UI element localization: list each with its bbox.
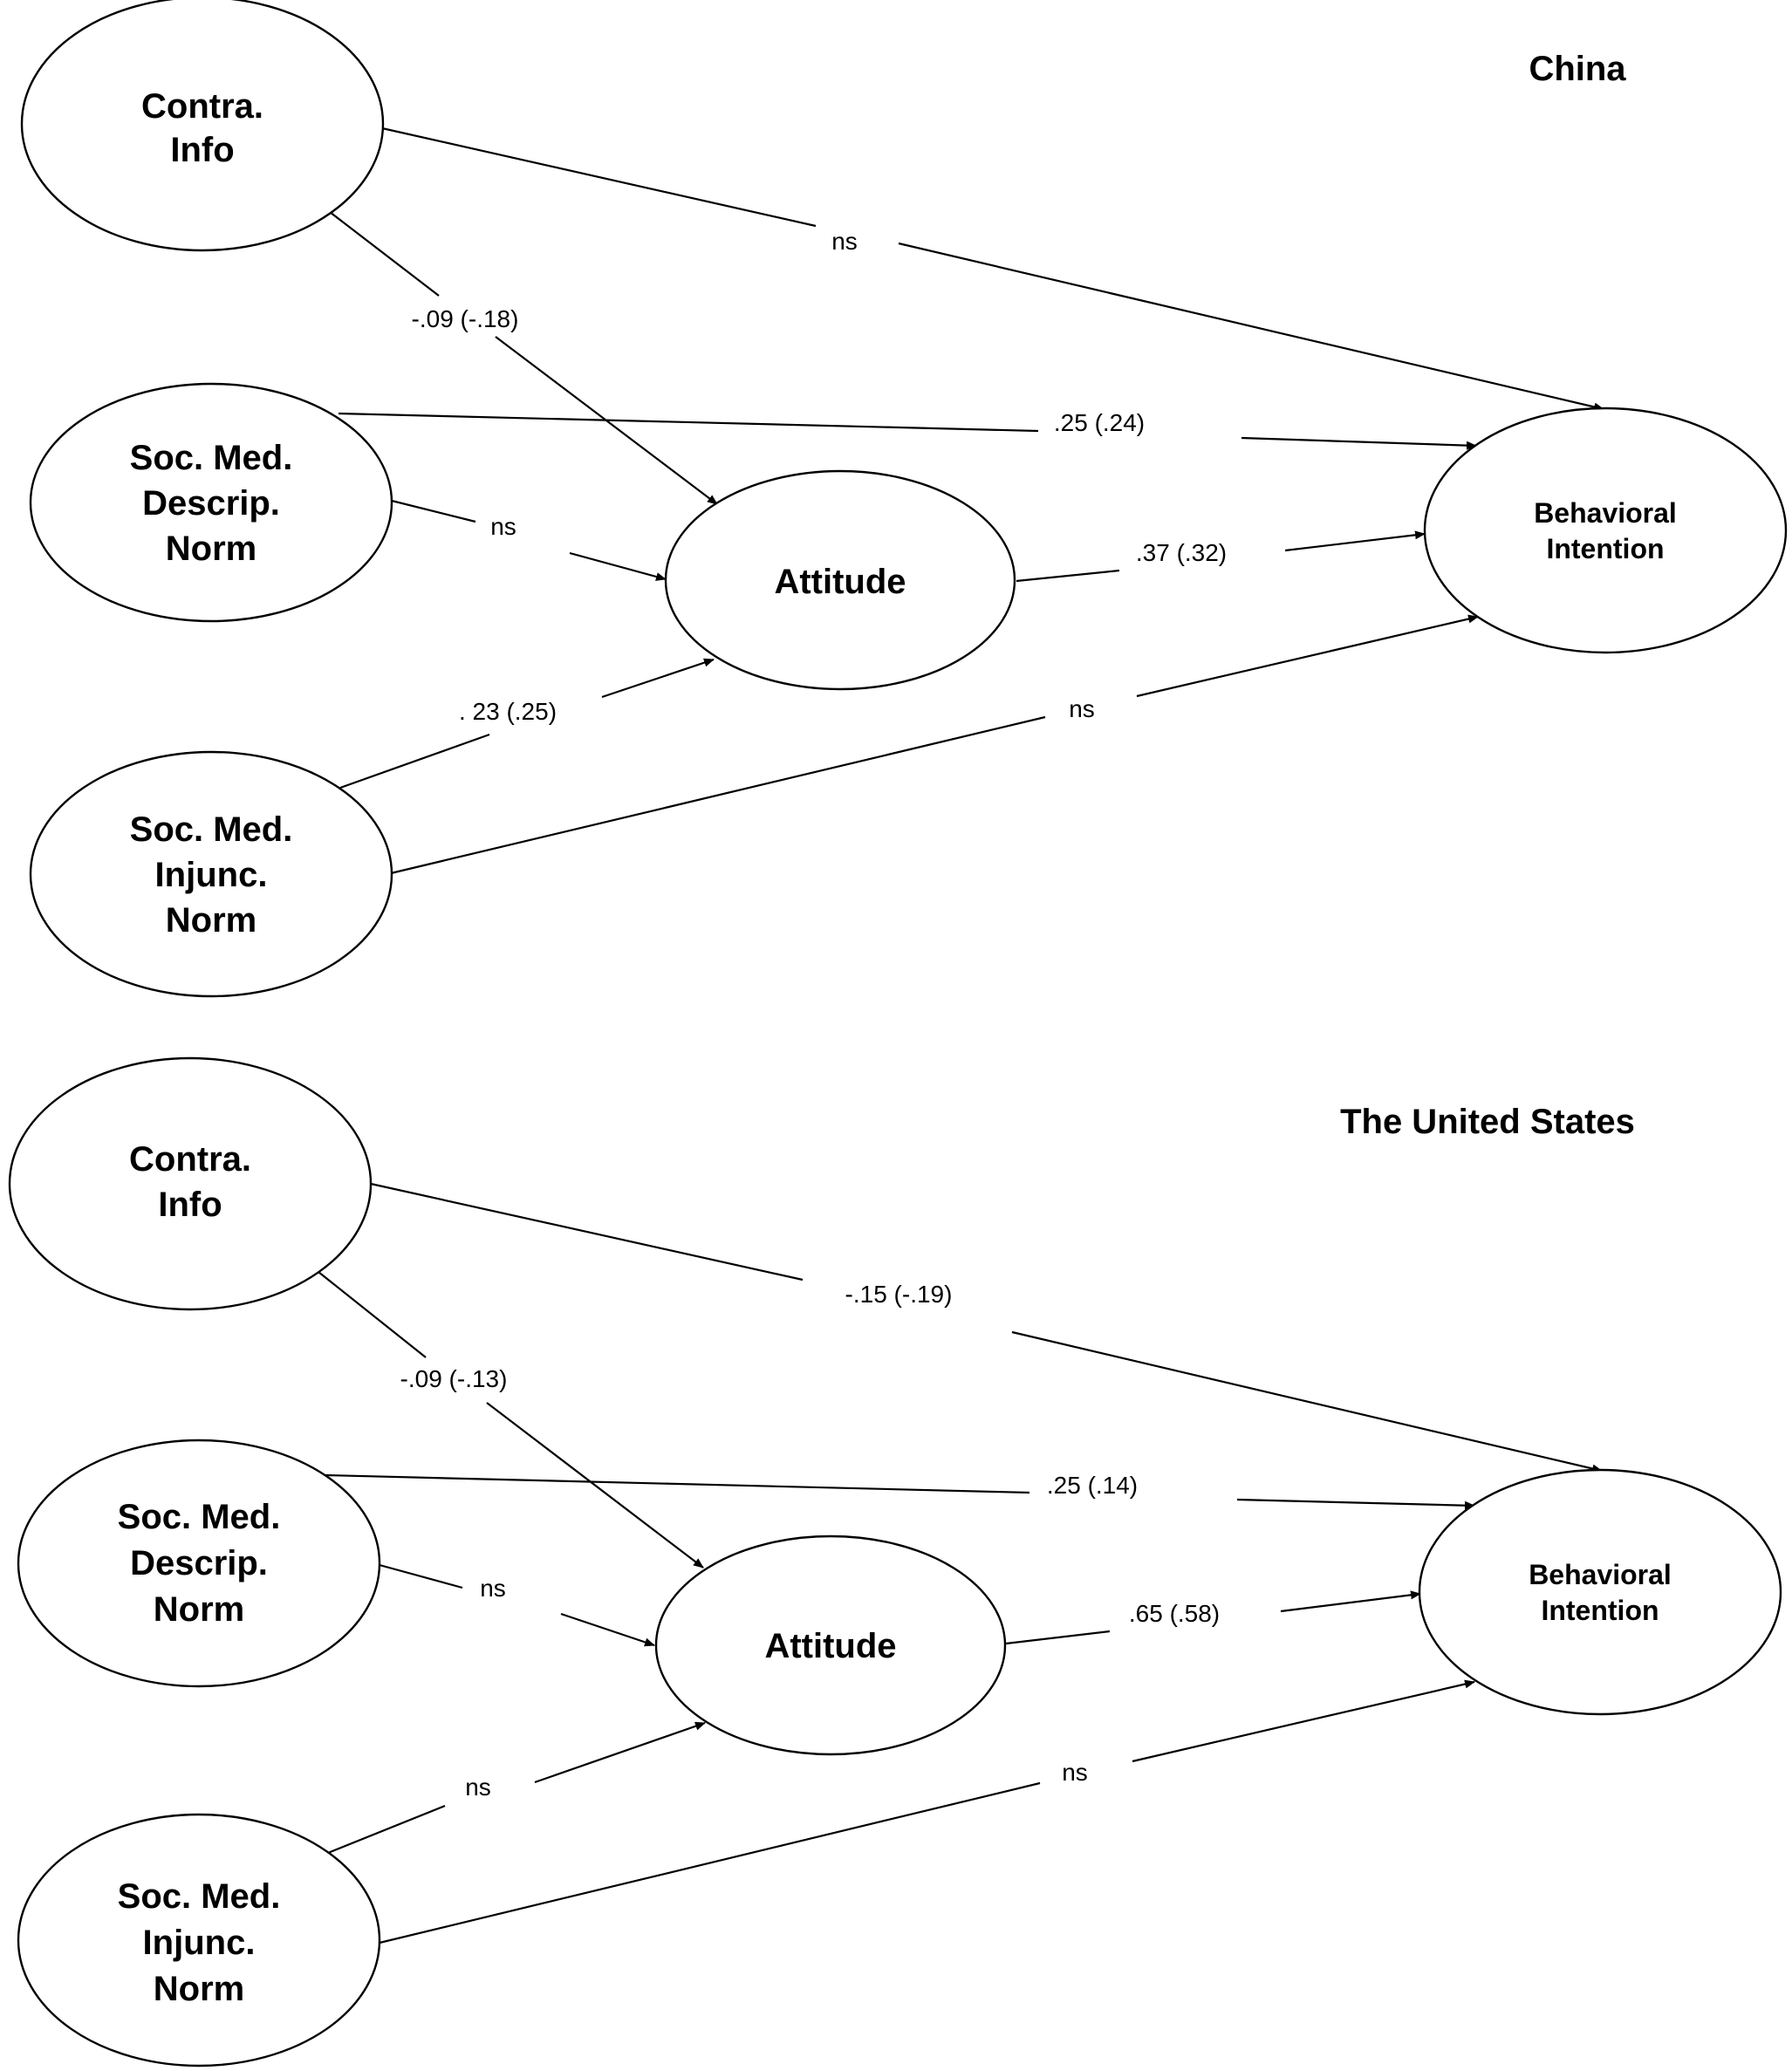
edge-descrip-to-attitude-a [379,1563,463,1589]
edge-injunc-to-intention-b [1136,614,1479,698]
panel-united-states: The United States -.15 (-.19) -.09 (-.13… [8,1056,1782,2068]
node-label-line: Soc. Med. [130,439,293,477]
node-label-line: Injunc. [143,1924,256,1962]
node-label-line: Intention [1546,533,1664,564]
node-label-line: Soc. Med. [118,1498,281,1536]
edge-descrip-to-intention-a [325,1473,1030,1494]
path-label-descrip-to-attitude: ns [480,1575,506,1602]
node-label-line: Descrip. [130,1544,268,1582]
node-label-line: Behavioral [1529,1559,1672,1590]
edge-injunc-to-attitude-a [339,733,490,789]
edge-attitude-to-intention-a [1005,1630,1111,1645]
edge-descrip-to-intention-a [338,412,1039,433]
edge-contra-to-intention-b [1011,1330,1603,1473]
edge-descrip-to-attitude-b [569,551,667,581]
edge-descrip-to-attitude-b [560,1612,655,1647]
path-label-descrip-to-attitude: ns [490,513,516,540]
node-label-line: Descrip. [142,484,280,523]
panel-title-united-states: The United States [1340,1103,1635,1141]
node-label-line: Info [158,1186,222,1224]
panel-china: China ns -.09 (-.18) .25 (.24) ns . 23 (… [20,0,1788,998]
path-label-attitude-to-intention: .65 (.58) [1129,1600,1220,1627]
edge-attitude-to-intention-b [1284,530,1426,552]
path-label-injunc-to-intention: ns [1069,695,1095,722]
node-label-line: Norm [154,1590,244,1629]
edge-injunc-to-intention-a [379,1781,1041,1945]
path-label-attitude-to-intention: .37 (.32) [1136,539,1227,566]
edge-contra-to-intention-b [898,242,1604,412]
path-label-contra-to-attitude: -.09 (-.18) [412,305,519,332]
path-label-descrip-to-intention: .25 (.14) [1047,1472,1138,1499]
edge-contra-to-attitude-a [329,211,440,297]
node-injunctive-norm: Soc. Med. Injunc. Norm [17,1813,381,2068]
node-label-line: Norm [166,901,256,940]
node-descriptive-norm: Soc. Med. Descrip. Norm [17,1439,381,1688]
edge-attitude-to-intention-b [1280,1590,1421,1613]
node-behavioral-intention: Behavioral Intention [1423,407,1788,654]
edge-descrip-to-attitude-a [391,499,476,523]
node-descriptive-norm: Soc. Med. Descrip. Norm [29,382,393,623]
edge-injunc-to-attitude-b [534,1721,706,1784]
node-injunctive-norm: Soc. Med. Injunc. Norm [29,750,393,998]
node-label-line: Intention [1541,1595,1659,1626]
path-label-contra-to-attitude: -.09 (-.13) [400,1365,508,1392]
edge-descrip-to-intention-b [1236,1498,1475,1510]
path-label-injunc-to-attitude: ns [465,1774,491,1801]
node-contra-info: Contra. Info [20,0,385,252]
edge-contra-to-intention-a [381,126,817,228]
edge-contra-to-intention-a [370,1182,804,1282]
path-label-contra-to-intention: ns [831,228,858,255]
node-label-line: Info [170,131,234,169]
node-attitude: Attitude [664,469,1016,691]
path-label-contra-to-intention: -.15 (-.19) [845,1281,953,1308]
path-label-descrip-to-intention: .25 (.24) [1054,409,1145,436]
node-label-line: Attitude [764,1627,896,1665]
node-label-line: Contra. [129,1140,251,1179]
node-attitude: Attitude [654,1534,1007,1756]
node-label-line: Norm [154,1970,244,2008]
path-label-injunc-to-intention: ns [1062,1759,1088,1786]
node-label-line: Contra. [141,87,263,126]
node-label-line: Soc. Med. [118,1877,281,1916]
edge-injunc-to-intention-b [1132,1679,1475,1763]
node-contra-info: Contra. Info [8,1056,373,1311]
edge-injunc-to-intention-a [390,715,1046,875]
edge-contra-to-attitude-b [486,1402,704,1569]
node-label-line: Norm [166,530,256,568]
node-label-line: Behavioral [1534,497,1677,529]
edge-injunc-to-attitude-b [601,658,715,699]
edge-injunc-to-attitude-a [327,1804,446,1855]
node-label-line: Soc. Med. [130,810,293,849]
edge-descrip-to-intention-b [1241,436,1477,450]
path-label-injunc-to-attitude: . 23 (.25) [459,698,557,725]
node-label-line: Attitude [774,563,906,601]
edge-contra-to-attitude-a [318,1271,427,1358]
panel-title-china: China [1529,50,1626,88]
node-label-line: Injunc. [155,856,268,894]
node-behavioral-intention: Behavioral Intention [1418,1468,1782,1716]
edge-attitude-to-intention-a [1016,569,1120,583]
